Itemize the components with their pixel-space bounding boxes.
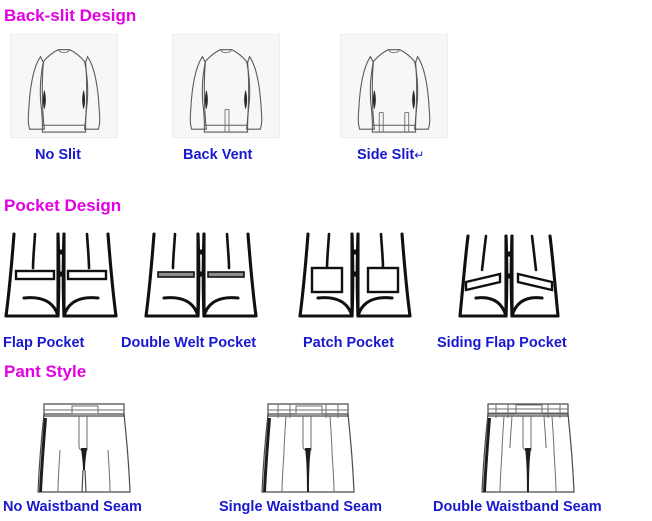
pant-double-waistband-seam-icon[interactable]: [476, 392, 580, 496]
caption-siding-flap-pocket-label: Siding Flap Pocket: [437, 335, 567, 351]
pocket-patch-icon[interactable]: [296, 226, 414, 330]
caption-no-slit: No Slit: [35, 146, 81, 164]
section-heading-back-slit-design: Back-slit Design: [4, 6, 137, 25]
caption-no-slit-label: No Slit: [35, 147, 81, 163]
caption-back-vent-label: Back Vent: [183, 147, 253, 163]
pocket-double-welt-icon[interactable]: [142, 226, 260, 330]
caption-side-slit-label: Side Slit: [357, 147, 415, 163]
jacket-back-vent-icon[interactable]: [172, 34, 280, 138]
section-heading-pant-style: Pant Style: [4, 362, 87, 381]
pocket-siding-flap-icon[interactable]: [450, 226, 568, 330]
jacket-back-no-slit-icon[interactable]: [10, 34, 118, 138]
caption-patch-pocket-label: Patch Pocket: [303, 335, 395, 351]
pant-no-waistband-seam-icon[interactable]: [32, 392, 136, 496]
caption-single-waistband-seam-label: Single Waistband Seam: [219, 499, 383, 515]
jacket-back-side-slit-icon[interactable]: [340, 34, 448, 138]
caption-double-welt-pocket: Double Welt Pocket: [121, 334, 256, 352]
caption-flap-pocket-label: Flap Pocket: [3, 335, 85, 351]
caption-no-waistband-seam: No Waistband Seam: [3, 498, 142, 516]
pilcrow-mark: ↵: [414, 148, 425, 162]
section-heading-pocket-design: Pocket Design: [4, 196, 122, 215]
caption-no-waistband-seam-label: No Waistband Seam: [3, 499, 142, 515]
caption-double-waistband-seam: Double Waistband Seam: [433, 498, 602, 516]
caption-single-waistband-seam: Single Waistband Seam: [219, 498, 382, 516]
pant-single-waistband-seam-icon[interactable]: [256, 392, 360, 496]
caption-double-welt-pocket-label: Double Welt Pocket: [121, 335, 257, 351]
caption-siding-flap-pocket: Siding Flap Pocket: [437, 334, 567, 352]
caption-flap-pocket: Flap Pocket: [3, 334, 84, 352]
caption-patch-pocket: Patch Pocket: [303, 334, 394, 352]
caption-double-waistband-seam-label: Double Waistband Seam: [433, 499, 602, 515]
caption-side-slit: Side Slit↵: [357, 146, 424, 164]
caption-back-vent: Back Vent: [183, 146, 252, 164]
pocket-flap-icon[interactable]: [2, 226, 120, 330]
